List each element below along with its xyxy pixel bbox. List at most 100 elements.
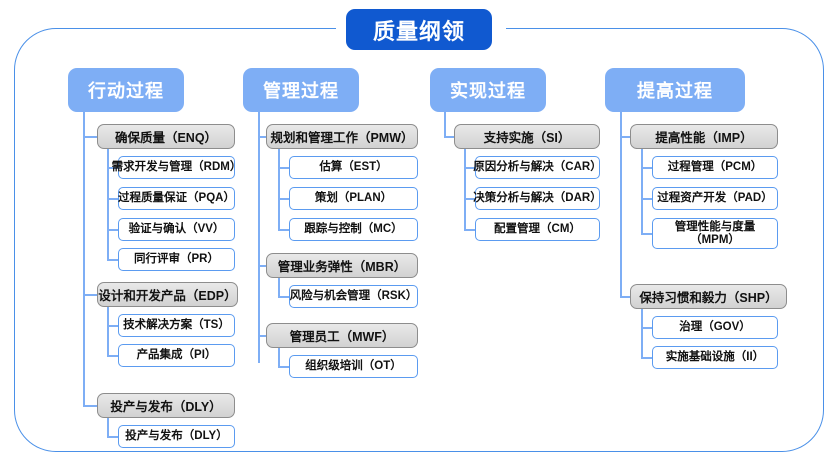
leaf-box-4-1-2-label: 过程资产开发（PAD） [657, 192, 773, 205]
group-2-1-elbow-1 [278, 167, 289, 169]
leaf-box-4-1-3-label: 管理性能与度量（MPM） [674, 221, 756, 246]
group-box-4-1-label: 提高性能（IMP） [655, 131, 753, 145]
group-box-3-1-label: 支持实施（SI） [483, 131, 571, 145]
leaf-box-3-1-1[interactable]: 原因分析与解决（CAR） [473, 156, 602, 179]
leaf-box-1-3-1[interactable]: 投产与发布（DLY） [118, 425, 235, 448]
group-box-4-2[interactable]: 保持习惯和毅力（SHP） [630, 284, 787, 309]
leaf-box-2-1-1-label: 估算（EST） [319, 161, 388, 174]
group-1-2-spine [107, 307, 109, 355]
group-box-2-1-label: 规划和管理工作（PMW） [270, 131, 414, 145]
group-4-1-elbow-2 [641, 198, 652, 200]
group-box-2-2[interactable]: 管理业务弹性（MBR） [266, 253, 418, 278]
leaf-box-4-1-3[interactable]: 管理性能与度量（MPM） [652, 218, 778, 249]
column-2-elbow-3 [258, 335, 266, 337]
group-1-2-elbow-2 [107, 355, 118, 357]
leaf-box-3-1-2[interactable]: 决策分析与解决（DAR） [473, 187, 602, 210]
leaf-box-1-1-2[interactable]: 过程质量保证（PQA） [118, 187, 235, 210]
leaf-box-3-1-3-label: 配置管理（CM） [494, 223, 581, 236]
column-4-elbow-1 [620, 136, 630, 138]
group-1-1-elbow-2 [107, 198, 118, 200]
column-header-2[interactable]: 管理过程 [243, 68, 359, 112]
group-4-1-elbow-3 [641, 233, 652, 235]
leaf-box-4-1-2[interactable]: 过程资产开发（PAD） [652, 187, 778, 210]
group-3-1-elbow-2 [464, 198, 475, 200]
leaf-box-2-1-3[interactable]: 跟踪与控制（MC） [289, 218, 418, 241]
leaf-box-4-2-2[interactable]: 实施基础设施（II） [652, 346, 778, 369]
leaf-box-1-1-4[interactable]: 同行评审（PR） [118, 248, 235, 271]
group-4-2-elbow-2 [641, 357, 652, 359]
column-header-4-label: 提高过程 [637, 81, 713, 101]
group-3-1-elbow-3 [464, 229, 475, 231]
group-box-1-3[interactable]: 投产与发布（DLY） [97, 393, 235, 418]
column-1-elbow-1 [83, 136, 97, 138]
leaf-box-1-1-1[interactable]: 需求开发与管理（RDM） [112, 156, 241, 179]
group-2-3-elbow-1 [278, 366, 289, 368]
column-header-4[interactable]: 提高过程 [605, 68, 745, 112]
group-box-1-1-label: 确保质量（ENQ） [114, 131, 218, 145]
group-4-1-elbow-1 [641, 167, 652, 169]
group-box-3-1[interactable]: 支持实施（SI） [454, 124, 600, 149]
group-2-3-spine [278, 348, 280, 366]
leaf-box-4-1-1-label: 过程管理（PCM） [667, 161, 763, 174]
group-2-2-spine [278, 278, 280, 296]
leaf-box-1-2-1[interactable]: 技术解决方案（TS） [118, 314, 235, 337]
column-header-3-label: 实现过程 [450, 81, 526, 101]
root-title-label: 质量纲领 [372, 18, 465, 44]
group-4-2-elbow-1 [641, 327, 652, 329]
leaf-box-1-1-3[interactable]: 验证与确认（VV） [118, 218, 235, 241]
group-box-4-1[interactable]: 提高性能（IMP） [630, 124, 778, 149]
leaf-box-4-2-1[interactable]: 治理（GOV） [652, 316, 778, 339]
group-4-2-spine [641, 309, 643, 357]
group-1-1-spine [107, 149, 109, 259]
leaf-box-2-2-1[interactable]: 风险与机会管理（RSK） [289, 285, 418, 308]
column-1-elbow-2 [83, 294, 97, 296]
group-1-1-elbow-1 [107, 167, 118, 169]
group-4-1-spine [641, 149, 643, 233]
column-2-spine [258, 112, 260, 363]
group-2-2-elbow-1 [278, 296, 289, 298]
group-2-1-spine [278, 149, 280, 229]
leaf-box-1-2-1-label: 技术解决方案（TS） [123, 319, 230, 332]
leaf-box-2-1-2[interactable]: 策划（PLAN） [289, 187, 418, 210]
leaf-box-1-2-2[interactable]: 产品集成（PI） [118, 344, 235, 367]
group-box-1-2-label: 设计和开发产品（EDP） [98, 289, 237, 303]
leaf-box-1-1-4-label: 同行评审（PR） [134, 253, 219, 266]
leaf-box-1-1-1-label: 需求开发与管理（RDM） [111, 161, 242, 174]
leaf-box-1-1-2-label: 过程质量保证（PQA） [118, 192, 235, 205]
column-2-elbow-1 [258, 136, 266, 138]
group-box-2-1[interactable]: 规划和管理工作（PMW） [266, 124, 418, 149]
group-2-1-elbow-2 [278, 198, 289, 200]
group-2-1-elbow-3 [278, 229, 289, 231]
group-box-1-1[interactable]: 确保质量（ENQ） [97, 124, 235, 149]
leaf-box-4-1-1[interactable]: 过程管理（PCM） [652, 156, 778, 179]
group-box-4-2-label: 保持习惯和毅力（SHP） [639, 291, 778, 305]
column-1-elbow-3 [83, 405, 97, 407]
leaf-box-1-2-2-label: 产品集成（PI） [136, 349, 217, 362]
group-box-2-3-label: 管理员工（MWF） [289, 330, 395, 344]
leaf-box-2-1-2-label: 策划（PLAN） [314, 192, 393, 205]
column-3-elbow-1 [444, 136, 454, 138]
group-box-2-2-label: 管理业务弹性（MBR） [277, 260, 407, 274]
group-box-1-2[interactable]: 设计和开发产品（EDP） [97, 282, 238, 307]
group-1-1-elbow-4 [107, 259, 118, 261]
group-box-2-3[interactable]: 管理员工（MWF） [266, 323, 418, 348]
leaf-box-1-3-1-label: 投产与发布（DLY） [125, 430, 228, 443]
column-2-elbow-2 [258, 265, 266, 267]
column-header-1[interactable]: 行动过程 [68, 68, 184, 112]
leaf-box-3-1-3[interactable]: 配置管理（CM） [475, 218, 600, 241]
leaf-box-2-2-1-label: 风险与机会管理（RSK） [289, 290, 418, 303]
leaf-box-2-3-1[interactable]: 组织级培训（OT） [289, 355, 418, 378]
column-4-elbow-2 [620, 296, 630, 298]
group-box-1-3-label: 投产与发布（DLY） [110, 400, 222, 414]
group-1-3-spine [107, 418, 109, 436]
leaf-box-2-1-1[interactable]: 估算（EST） [289, 156, 418, 179]
column-1-spine [83, 112, 85, 405]
group-1-1-elbow-3 [107, 229, 118, 231]
column-header-1-label: 行动过程 [88, 81, 164, 101]
leaf-box-1-1-3-label: 验证与确认（VV） [128, 223, 225, 236]
column-header-2-label: 管理过程 [263, 81, 339, 101]
group-3-1-spine [464, 149, 466, 229]
leaf-box-3-1-2-label: 决策分析与解决（DAR） [473, 192, 602, 205]
column-header-3[interactable]: 实现过程 [430, 68, 546, 112]
